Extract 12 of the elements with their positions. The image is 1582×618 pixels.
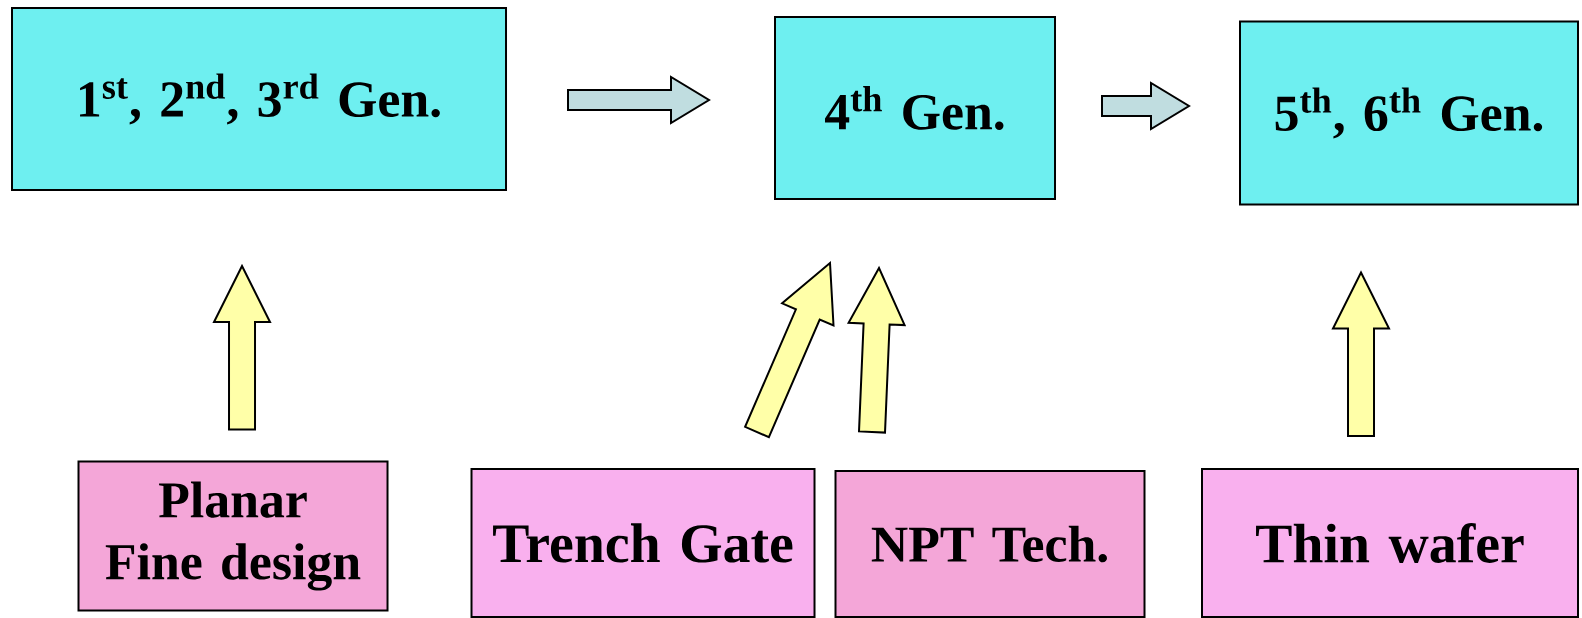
block-arrow: [1101, 81, 1191, 131]
generation-box: 5$^{th}$, 6$^{th}$ Gen.: [1239, 20, 1579, 206]
block-arrow: [567, 75, 711, 125]
block-arrow: [212, 263, 272, 431]
technology-box: NPT Tech.: [834, 470, 1146, 618]
technology-box: Thin wafer: [1201, 468, 1579, 618]
generation-box: 1$^{st}$, 2$^{nd}$, 3$^{rd}$ Gen.: [11, 7, 507, 191]
technology-box: Trench Gate: [470, 468, 816, 618]
block-arrow: [1331, 270, 1391, 437]
technology-box: Planar Fine design: [77, 460, 389, 612]
generation-box: 4$^{th}$ Gen.: [774, 16, 1056, 200]
block-arrow: [846, 265, 907, 434]
